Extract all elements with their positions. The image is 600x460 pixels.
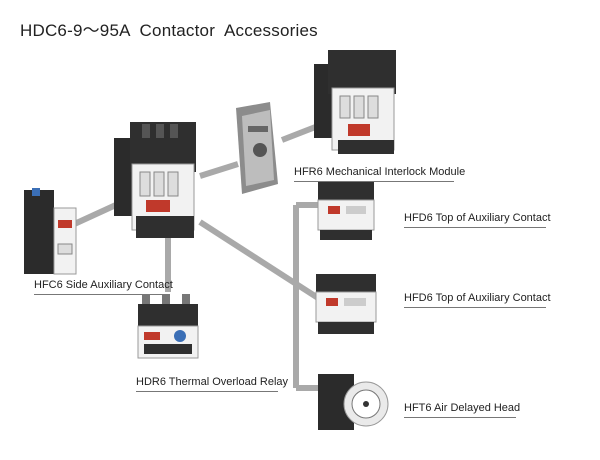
underline-top-aux-1 bbox=[404, 227, 546, 228]
main-contactor-image bbox=[114, 122, 196, 238]
label-top-aux-1: HFD6 Top of Auxiliary Contact bbox=[404, 212, 551, 224]
underline-top-aux-2 bbox=[404, 307, 546, 308]
label-mechanical-interlock: HFR6 Mechanical Interlock Module bbox=[294, 166, 466, 178]
top-aux-contact-2-image bbox=[315, 274, 377, 334]
label-side-aux: HFC6 Side Auxiliary Contact bbox=[34, 279, 173, 291]
side-aux-contact-image bbox=[24, 188, 77, 275]
label-air-delayed-head: HFT6 Air Delayed Head bbox=[404, 402, 521, 414]
connector-interlock-right bbox=[280, 123, 320, 143]
underline-air-delayed-head bbox=[404, 417, 516, 418]
label-thermal-relay: HDR6 Thermal Overload Relay bbox=[136, 376, 289, 388]
mechanical-interlock-image bbox=[236, 102, 278, 194]
connector-top-aux-2 bbox=[198, 219, 320, 301]
top-aux-contact-1-image bbox=[317, 182, 375, 240]
connector-side-aux bbox=[68, 201, 120, 229]
underline-side-aux bbox=[34, 294, 162, 295]
underline-mechanical-interlock bbox=[294, 181, 454, 182]
air-delayed-head-image bbox=[318, 374, 389, 430]
contactor-upper-right-image bbox=[314, 50, 396, 154]
underline-thermal-relay bbox=[136, 391, 278, 392]
connector-interlock-left bbox=[199, 161, 239, 179]
label-top-aux-2: HFD6 Top of Auxiliary Contact bbox=[404, 292, 551, 304]
page-title: HDC6-9～95A Contactor Accessories bbox=[20, 21, 318, 40]
thermal-relay-image bbox=[137, 294, 199, 359]
